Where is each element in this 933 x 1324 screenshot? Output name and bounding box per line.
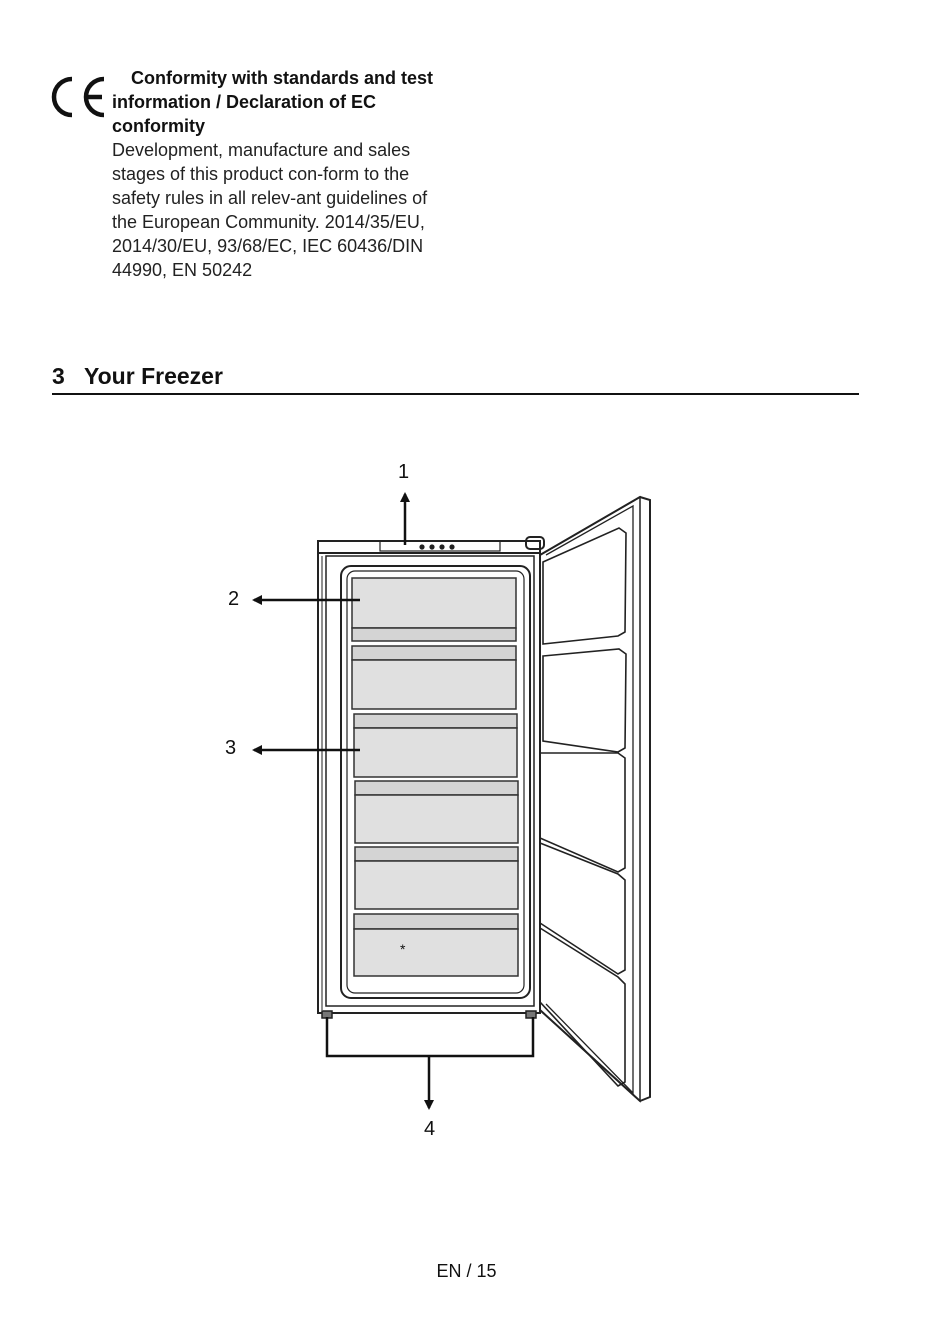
callout-label-2: 2 [228, 588, 240, 610]
conformity-section: Conformity with standards and test infor… [112, 66, 442, 282]
callout-label-4: 4 [424, 1118, 436, 1140]
drawer-marker: * [400, 941, 406, 957]
conformity-title: Conformity with standards and test infor… [112, 68, 434, 136]
callout-4-bracket [325, 1017, 535, 1110]
conformity-body: Development, manufacture and sales stage… [112, 140, 428, 280]
section-heading: 3 Your Freezer [52, 363, 859, 395]
page-number: EN / 15 [436, 1261, 497, 1281]
section-number: 3 [52, 363, 65, 389]
section-title: Your Freezer [84, 363, 223, 389]
callout-label-3: 3 [225, 737, 237, 759]
freezer-drawers [351, 577, 519, 977]
callout-label-1: 1 [398, 461, 410, 483]
freezer-door [539, 495, 651, 1103]
ce-mark-icon [51, 76, 105, 118]
